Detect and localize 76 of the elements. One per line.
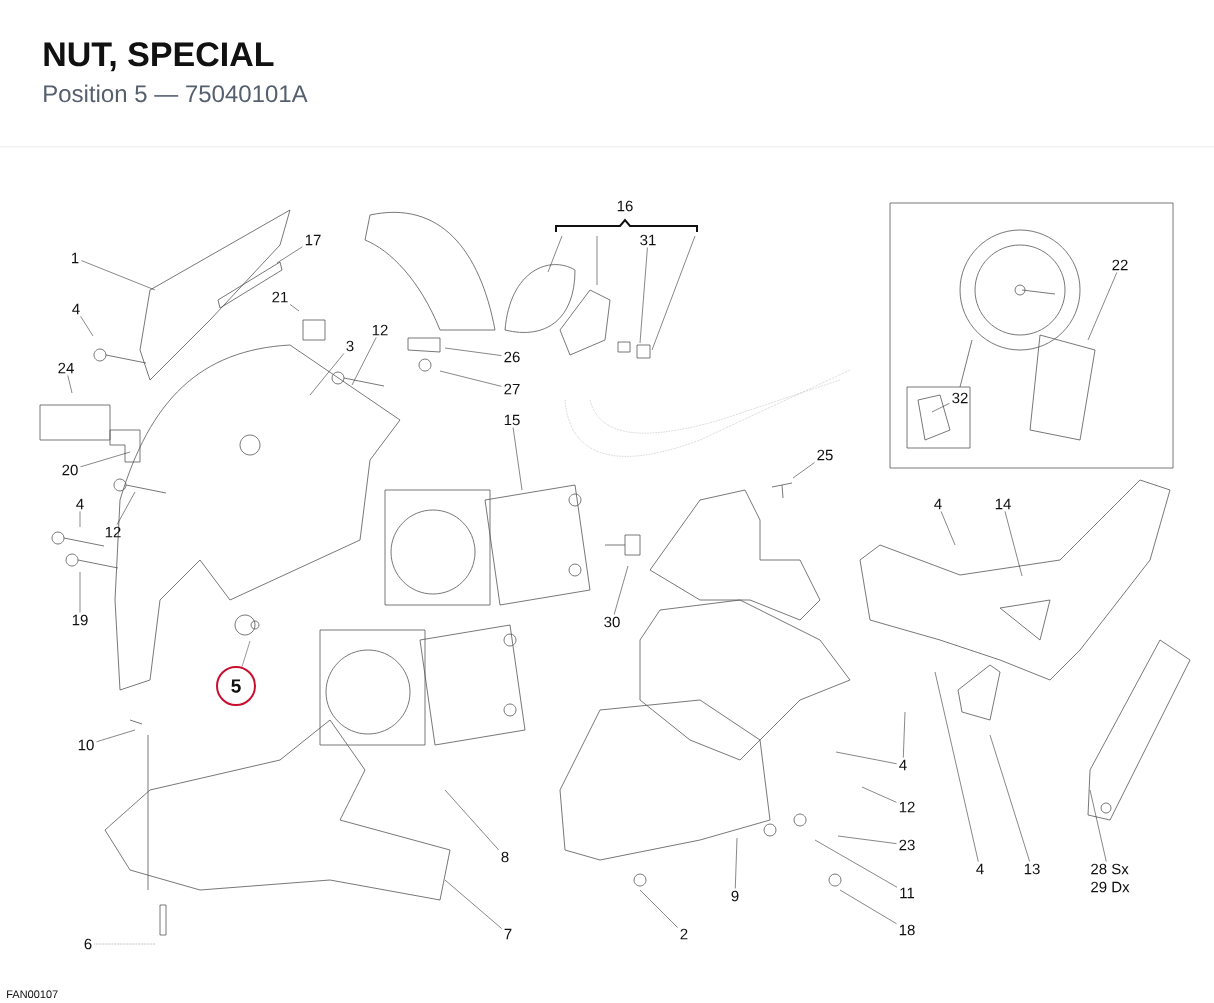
leader-line: [351, 337, 377, 386]
leader-line: [989, 734, 1030, 862]
leader-line: [444, 347, 502, 356]
leader-line: [940, 511, 956, 546]
callout-number: 4: [76, 498, 84, 510]
leader-line: [276, 246, 303, 264]
callout-number: 16: [617, 200, 633, 212]
title: NUT, SPECIAL: [44, 42, 274, 72]
leader-line: [837, 835, 897, 844]
callout-number: 11: [900, 887, 915, 899]
callout-number: 9: [731, 890, 739, 902]
callout-number: 13: [1024, 863, 1040, 875]
callout-number: 31: [640, 234, 656, 246]
leader-line: [79, 511, 81, 528]
callout-number: 4: [934, 498, 942, 510]
callout-number: 2: [680, 928, 688, 940]
callout-number: 26: [504, 351, 520, 363]
callout-number: 27: [504, 383, 520, 395]
leader-line: [735, 837, 738, 889]
callout-number: 19: [72, 614, 88, 626]
callout-number: 30: [604, 616, 620, 628]
callout-number: 3: [346, 340, 354, 352]
leader-line: [934, 671, 979, 862]
callout-number: 28 Sx 29 Dx: [1091, 863, 1130, 893]
leader-line: [444, 879, 502, 929]
leader-line: [80, 451, 131, 468]
leader-line: [1087, 272, 1118, 341]
leader-line: [903, 711, 906, 758]
callout-number: 10: [78, 739, 94, 751]
leader-line: [839, 889, 897, 924]
leader-line: [814, 839, 898, 888]
leader-line: [613, 565, 629, 615]
callout-number: 12: [105, 526, 121, 538]
leader-line: [1004, 511, 1023, 577]
leader-line: [116, 491, 136, 525]
highlighted-callout: 5: [216, 666, 256, 706]
callout-number: 8: [501, 851, 509, 863]
leader-line: [931, 403, 950, 413]
callout-number: 25: [817, 449, 833, 461]
callout-number: 12: [372, 324, 388, 336]
callout-number: 4: [72, 303, 80, 315]
callout-number: 1: [72, 252, 79, 264]
callout-number: 4: [899, 759, 907, 771]
callout-number: 24: [58, 362, 74, 374]
callout-number: 12: [899, 801, 915, 813]
leader-line: [81, 260, 156, 291]
callout-number: 22: [1112, 259, 1128, 271]
callout-number: 20: [62, 464, 78, 476]
callout-number: 14: [995, 498, 1011, 510]
leader-line: [241, 640, 251, 668]
callout-number: 21: [272, 291, 288, 303]
leader-line: [639, 247, 648, 344]
callout-number: 18: [899, 924, 915, 936]
leader-line: [792, 462, 815, 479]
leader-line: [861, 786, 897, 803]
leader-line: [309, 353, 345, 396]
callout-number: 23: [899, 839, 915, 851]
subtitle: Position 5 — 75040101A: [44, 84, 308, 103]
leader-line: [96, 729, 136, 743]
callout-number: 4: [976, 863, 984, 875]
leader-line: [639, 889, 678, 928]
callout-number: 17: [305, 234, 321, 246]
leader-line: [444, 789, 499, 851]
leader-line: [79, 571, 81, 613]
leader-line: [835, 751, 897, 764]
leader-line: [289, 304, 300, 312]
leader-line: [512, 427, 523, 491]
callout-number: 7: [504, 928, 512, 940]
leader-line: [80, 316, 94, 337]
callout-number: 32: [952, 392, 968, 404]
callout-number: 15: [504, 414, 520, 426]
leader-line: [1089, 789, 1107, 862]
image-code: FAN00107: [7, 990, 58, 999]
callout-number: 6: [84, 938, 92, 950]
leader-line: [439, 370, 502, 387]
leader-line: [67, 375, 73, 394]
